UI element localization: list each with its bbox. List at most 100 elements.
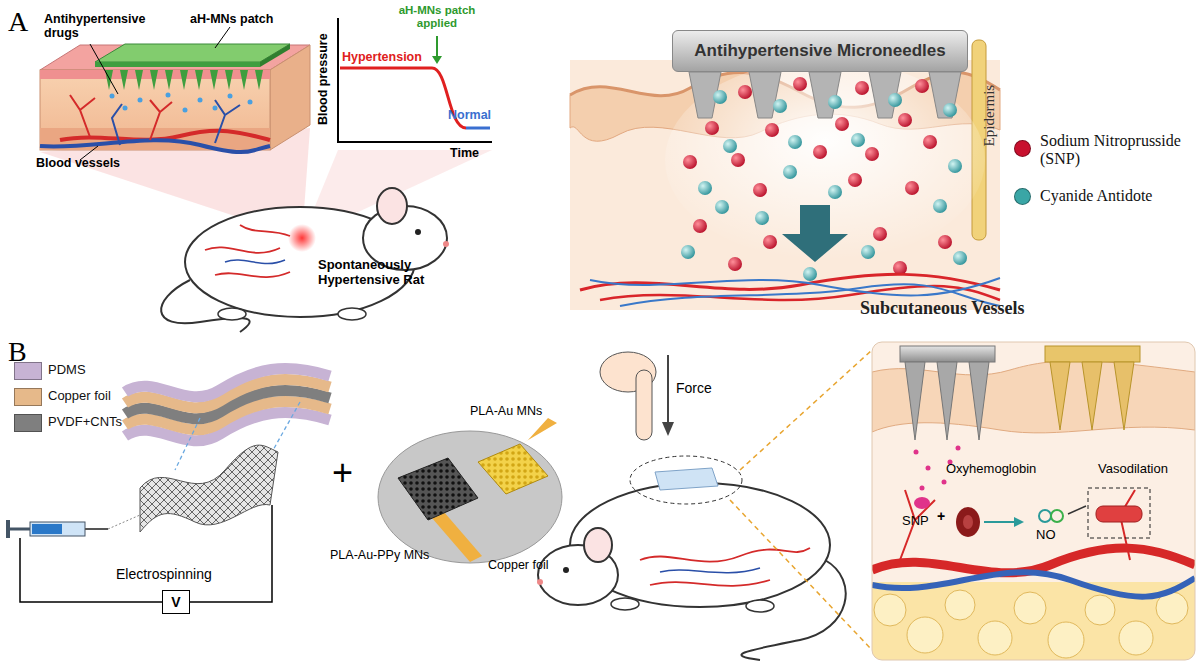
skin-block (112, 100, 240, 145)
snp-dots (835, 117, 849, 131)
process-label: Electrospinning (116, 566, 246, 582)
bp-graph (466, 127, 490, 130)
plus-sign: + (332, 452, 362, 493)
hand-press (667, 355, 669, 425)
fiber-mesh (140, 445, 278, 532)
microneedle-patch (95, 44, 290, 90)
rat-illustration (537, 579, 543, 585)
drug-dots (228, 94, 233, 99)
snp-dots (765, 123, 779, 137)
skin-zoom (1114, 362, 1134, 430)
snp-dots (915, 79, 929, 93)
callout-label: Blood vessels (36, 156, 156, 170)
axis-label: Time (450, 146, 500, 160)
hand-press (600, 352, 674, 440)
layered-sheets (125, 368, 330, 396)
microneedle-disc (432, 512, 482, 562)
snp-dots (923, 135, 937, 149)
snp-dots (873, 227, 887, 241)
snp-dots (938, 235, 952, 249)
rat-illustration (537, 456, 846, 660)
syringe (10, 528, 30, 531)
rat-illustration (563, 567, 569, 573)
rat-illustration (218, 308, 246, 320)
part-label: PLA-Au MNs (470, 404, 580, 418)
skin-zoom (1051, 510, 1063, 522)
skin-zoom (874, 594, 906, 626)
drug-dots (110, 93, 253, 113)
rat-illustration (630, 456, 742, 504)
skin-zoom (937, 362, 957, 440)
antidote-dots (788, 135, 802, 149)
drug-dots (183, 108, 188, 113)
hand-press (662, 422, 674, 436)
syringe (6, 515, 140, 538)
rat-illustration (746, 600, 774, 612)
legend-label: Cyanide Antidote (1040, 187, 1190, 205)
microneedle-disc (378, 431, 562, 563)
plus-sign: + (937, 508, 953, 524)
legend-swatch (14, 388, 42, 406)
legend-swatch (1014, 140, 1031, 157)
skin-zoom (872, 548, 1195, 573)
needle-array (689, 72, 961, 118)
snp-dots (793, 77, 807, 91)
skin-zoom (1119, 621, 1153, 655)
snp-dots (738, 85, 752, 99)
zoom-dashes (272, 402, 300, 452)
legend-swatch (1014, 188, 1031, 205)
bp-graph (340, 68, 466, 128)
skin-block (40, 45, 310, 70)
drug-dots (213, 106, 218, 111)
needle-array (869, 72, 901, 118)
snp-dots (855, 81, 869, 95)
snp-dots (693, 219, 707, 233)
skin-zoom (1088, 488, 1150, 538)
rat-illustration (338, 308, 366, 320)
microneedle-patch (95, 44, 290, 62)
flow-arrow (782, 205, 848, 262)
snp-dots (683, 155, 697, 169)
needle-array (929, 72, 961, 118)
callout-label: Antihypertensive drugs (44, 12, 164, 41)
antidote-dots (698, 181, 712, 195)
microneedle-disc (518, 418, 557, 446)
legend-label: PDMS (48, 363, 138, 378)
drug-dots (248, 100, 253, 105)
needle-array (809, 72, 841, 118)
skin-zoom (914, 497, 930, 509)
skin-zoom (1014, 592, 1046, 624)
microneedle-patch (95, 62, 260, 67)
antidote-dots (783, 165, 797, 179)
snp-dots (848, 173, 862, 187)
flow-arrow (782, 205, 848, 262)
rat-illustration (225, 260, 285, 264)
snp-dots (898, 113, 912, 127)
drug-dots (138, 98, 143, 103)
skin-block (40, 45, 310, 152)
rat-illustration (640, 548, 810, 586)
bp-graph (338, 18, 492, 142)
drug-dots (166, 93, 171, 98)
antidote-dots (715, 200, 729, 214)
skin-zoom (956, 507, 980, 537)
snp-dots (865, 147, 879, 161)
skin-zoom (907, 617, 943, 653)
snp-dots (705, 121, 719, 135)
skin-cross-section (570, 40, 1000, 310)
molecule-label: NO (1036, 528, 1066, 543)
snp-dots (763, 235, 777, 249)
syringe (6, 520, 10, 538)
snp-dots (683, 77, 952, 275)
skin-zoom (1039, 510, 1051, 522)
syringe (30, 522, 85, 536)
snp-dots (731, 153, 745, 167)
skin-zoom (1096, 506, 1142, 522)
rat-illustration (660, 568, 760, 573)
skin-zoom (1050, 362, 1070, 430)
skin-zoom (984, 521, 1016, 523)
antidote-dots (713, 90, 727, 104)
skin-zoom (1068, 506, 1086, 514)
skin-zoom (942, 480, 947, 485)
skin-zoom (900, 346, 995, 362)
